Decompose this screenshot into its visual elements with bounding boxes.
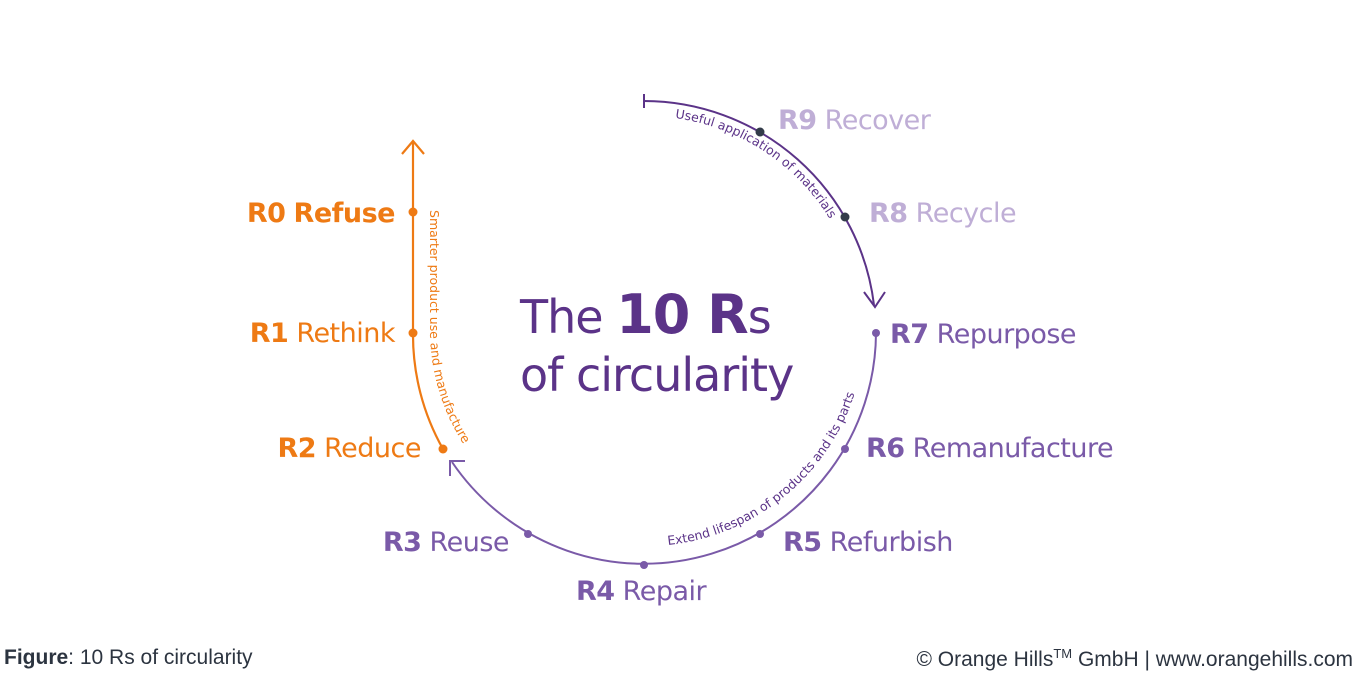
copyright: © Orange HillsTM GmbH | www.orangehills.… [916,646,1353,671]
label-r3: R3 Reuse [383,527,509,558]
arrow-left-icon [449,460,465,476]
figure-caption: Figure: 10 Rs of circularity [4,646,253,669]
arrow-down-icon [863,291,886,309]
label-r2: R2 Reduce [277,433,421,464]
extend-arc [451,332,877,565]
label-r6: R6 Remanufacture [866,433,1113,464]
label-r1: R1 Rethink [250,318,396,349]
label-r5: R5 Refurbish [783,527,953,558]
group-extend-label: Extend lifespan of products and its part… [667,390,858,548]
label-r8: R8 Recycle [869,198,1016,229]
useful-arc [643,100,875,306]
title-line2: of circularity [520,348,793,402]
label-r0: R0 Refuse [247,198,395,229]
label-r9: R9 Recover [778,105,932,136]
label-r4: R4 Repair [576,576,708,607]
group-smarter-label: Smarter product use and manufacture [427,210,474,446]
dots [408,127,880,569]
arrow-up-icon [401,139,425,155]
title-line1: The 10 Rs [519,283,771,346]
label-r7: R7 Repurpose [890,319,1076,350]
